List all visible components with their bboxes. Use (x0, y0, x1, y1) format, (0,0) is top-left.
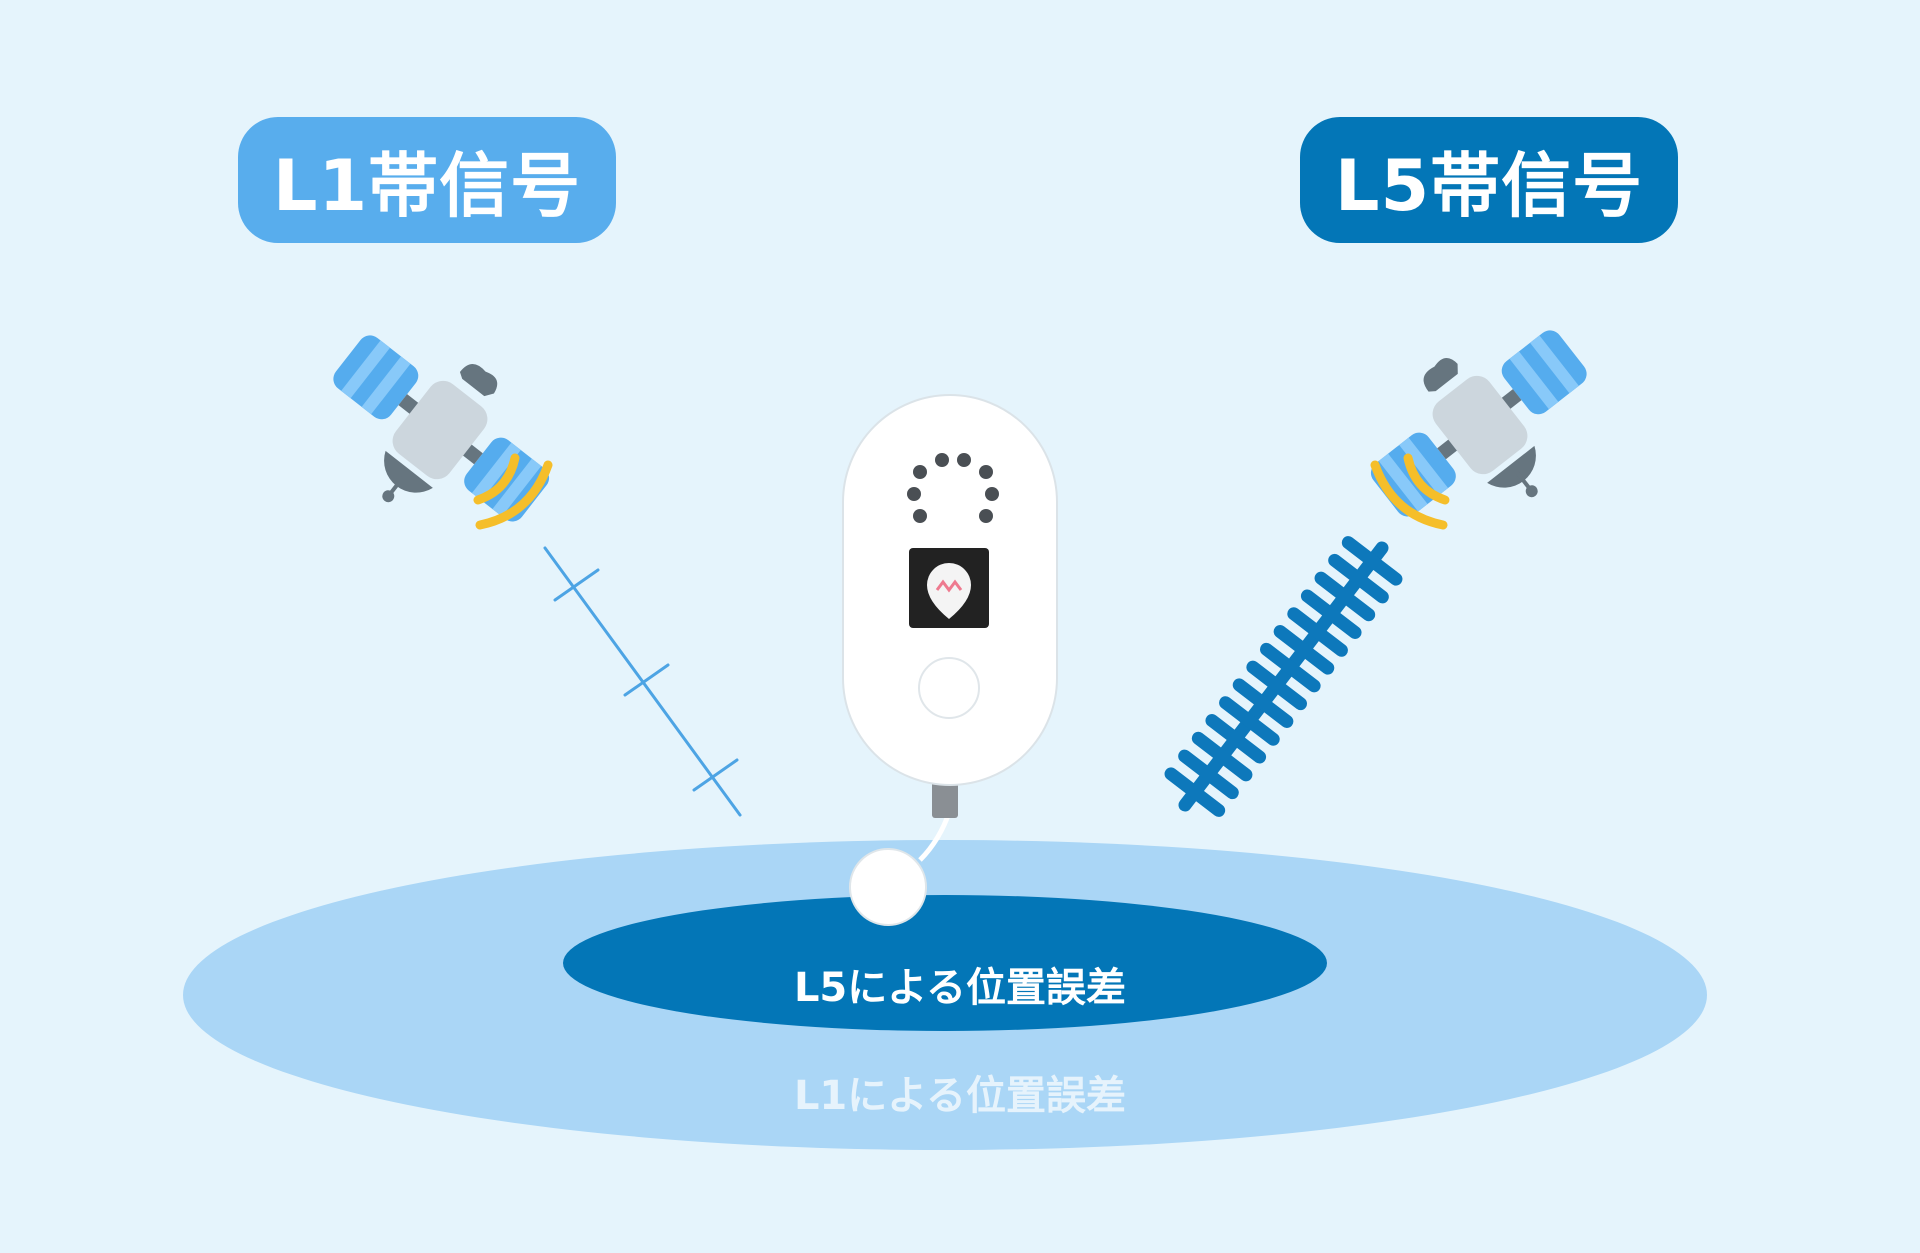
l1-signal-wave (543, 546, 742, 817)
signal-waves-icon (1370, 453, 1450, 530)
signal-waves-icon (473, 453, 553, 530)
gps-tracker-device (842, 394, 1058, 926)
satellite-icon (1370, 330, 1587, 517)
l5-error-label: L5による位置誤差 (793, 965, 1127, 1011)
l5-signal-wave (1164, 536, 1403, 817)
l1-signal-text: L1帯信号 (272, 144, 582, 227)
l1-error-label: L1による位置誤差 (793, 1073, 1127, 1119)
l5-signal-text: L5帯信号 (1334, 144, 1644, 227)
l1-signal-label: L1帯信号 (238, 117, 616, 243)
l5-signal-label: L5帯信号 (1300, 117, 1678, 243)
satellite-icon (333, 335, 550, 522)
l5-error-ellipse (563, 895, 1327, 1031)
